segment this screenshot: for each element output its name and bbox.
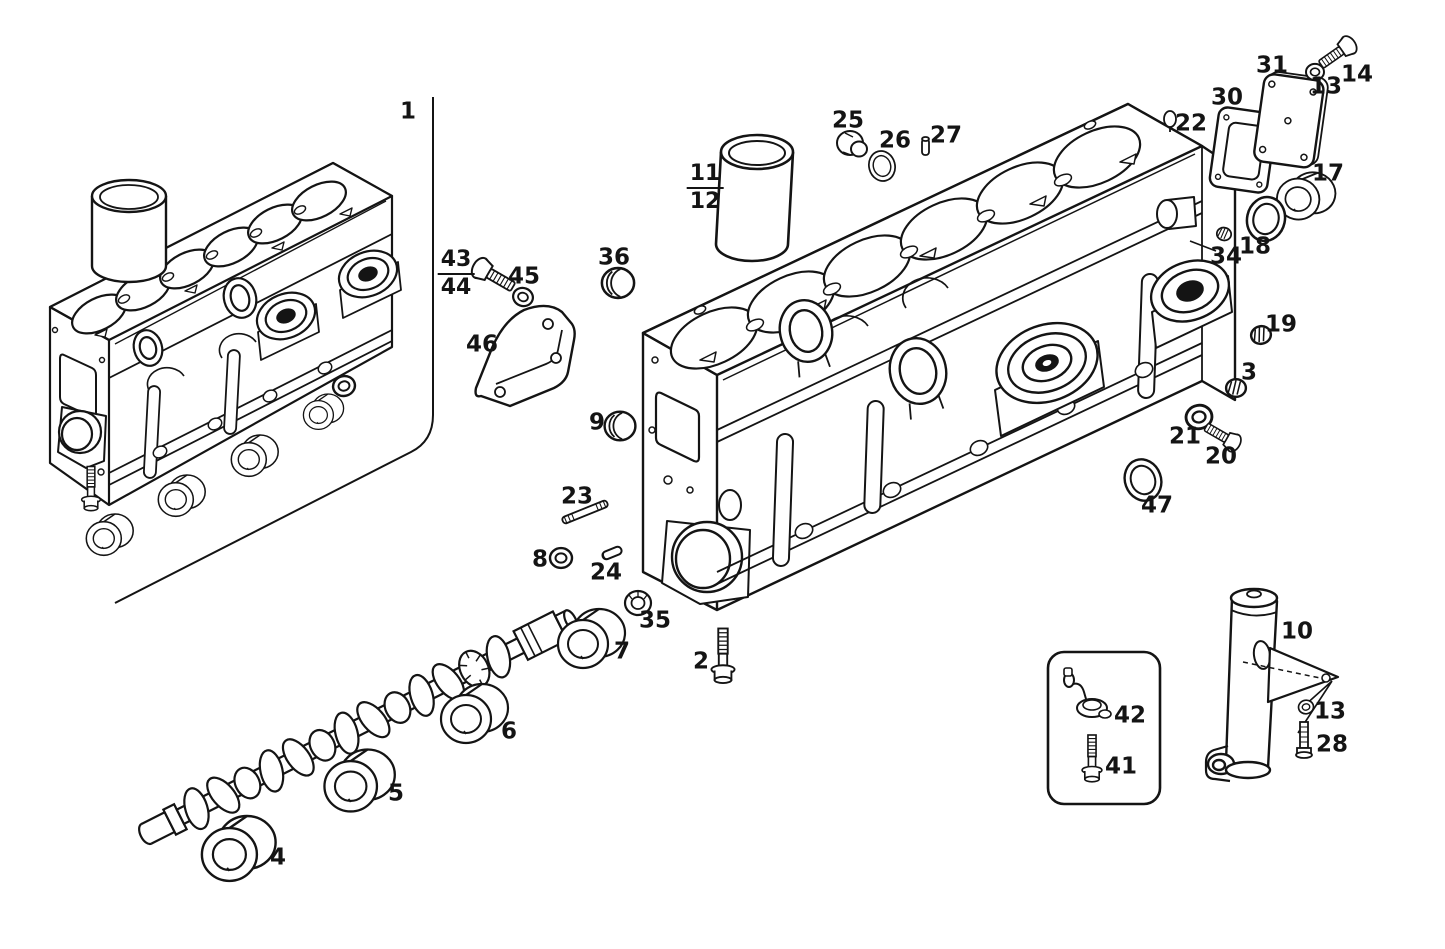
ring-26 [864, 147, 900, 185]
left-block-towers [255, 249, 402, 361]
main-engine-block [641, 102, 1237, 612]
bolt-28 [1295, 721, 1313, 759]
left-block-seal-ring [222, 277, 258, 319]
stud-23 [560, 498, 610, 526]
oil-tube-10 [1204, 587, 1340, 783]
stud-22-icon [1163, 110, 1177, 132]
left-block-bush-4 [302, 393, 345, 431]
cover-plate-31 [1253, 71, 1329, 169]
leader-line-34 [1189, 240, 1217, 252]
plug-19 [1248, 323, 1274, 347]
left-block-deck-holes [94, 205, 353, 338]
main-block-rail-lugs [794, 361, 1154, 540]
bolt-2 [710, 627, 736, 685]
left-block-seal-ring-2 [132, 329, 164, 367]
left-block-rail-lugs [152, 361, 333, 459]
plug-25 [836, 130, 868, 158]
cup-plug-36 [600, 266, 636, 300]
main-block-seal-ring-2 [888, 337, 948, 420]
main-block-cylinder-bores [669, 125, 1142, 370]
left-block-cylinder-liner [90, 178, 168, 284]
bracket-46 [474, 304, 576, 408]
left-block-bush-2 [157, 474, 206, 518]
plug-3 [1224, 377, 1248, 399]
left-engine-block [48, 161, 402, 507]
nut-8 [548, 546, 574, 570]
camshaft [138, 609, 579, 846]
left-block-bush-1 [85, 513, 134, 557]
bolt-43-44 [467, 253, 520, 298]
bolt-14 [1314, 32, 1361, 74]
main-block-towers [994, 259, 1233, 437]
pin-24 [600, 544, 624, 562]
main-block-deck-holes [693, 120, 1137, 363]
item1-boundary-line [114, 97, 434, 604]
gasket-30 [1208, 106, 1278, 194]
cam-bush-4 [200, 814, 277, 883]
cup-plug-9 [603, 410, 637, 442]
left-block-bush-3 [230, 434, 279, 478]
seal-ring-47 [1117, 452, 1169, 508]
nozzle-42 [1063, 667, 1112, 719]
cylinder-liner-11-12 [714, 133, 795, 263]
cam-bush-5 [323, 748, 396, 813]
washer-45 [509, 284, 537, 310]
plug-bolt-20 [1200, 417, 1245, 455]
ring-35 [623, 589, 653, 617]
pin-27 [921, 136, 930, 156]
main-block-seal-ring-1 [778, 298, 834, 378]
